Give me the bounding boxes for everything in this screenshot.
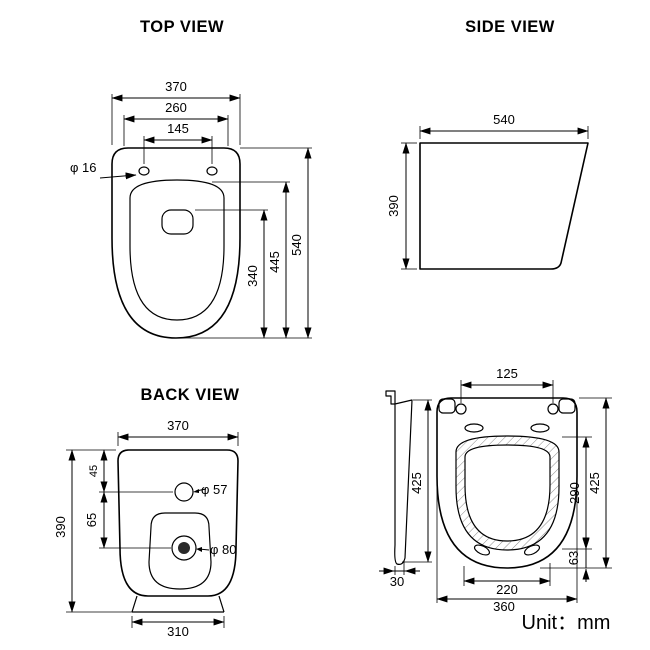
- back-view-dim-top-width: 370: [117, 418, 239, 446]
- svg-text:220: 220: [496, 582, 518, 597]
- top-view-dim-hole-diameter: φ 16: [70, 160, 137, 180]
- back-view-group: BACK VIEW 370 45 65 390: [53, 386, 239, 639]
- svg-text:425: 425: [409, 472, 424, 494]
- side-view-body-outline: [419, 142, 589, 270]
- side-view-dim-height: 390: [386, 142, 417, 270]
- seat-hinge-hole-right: [547, 403, 559, 415]
- seat-dim-hinge-hole-spacing: 125: [460, 366, 554, 403]
- seat-dim-profile-thickness: 30: [379, 560, 420, 589]
- seat-dim-overall-width: 360: [436, 482, 578, 614]
- seat-profile-hinge-bracket: [385, 390, 396, 405]
- seat-hinge-tab-left: [438, 398, 456, 414]
- back-view-dim-small-hole-diameter: φ 57: [193, 482, 228, 497]
- back-view-dim-top-to-small-hole: 45: [88, 449, 173, 493]
- back-view-dim-bottom-width: 310: [131, 616, 225, 639]
- svg-text:370: 370: [165, 79, 187, 94]
- svg-text:63: 63: [566, 551, 581, 565]
- side-view-title: SIDE VIEW: [465, 18, 555, 36]
- svg-text:30: 30: [390, 574, 404, 589]
- seat-hinge-tab-right: [558, 398, 576, 414]
- svg-text:290: 290: [567, 482, 582, 504]
- back-view-base-left: [131, 595, 138, 613]
- svg-text:425: 425: [587, 472, 602, 494]
- top-view-title: TOP VIEW: [140, 18, 224, 36]
- back-view-dim-hole-gap: 65: [84, 491, 171, 549]
- svg-text:65: 65: [84, 513, 99, 527]
- back-view-small-hole: [174, 482, 194, 502]
- top-view-water-spot: [161, 209, 194, 235]
- seat-ring: [455, 435, 560, 551]
- seat-profile-outline: [394, 399, 413, 565]
- svg-text:540: 540: [289, 234, 304, 256]
- seat-dim-profile-height: 425: [402, 399, 432, 563]
- top-view-dim-hole-spacing: 145: [143, 121, 213, 164]
- seat-bumper-bottom-left: [473, 544, 491, 556]
- top-view-right-mount-hole: [206, 166, 218, 176]
- seat-hinge-hole-left: [455, 403, 467, 415]
- side-view-group: SIDE VIEW 540 390: [386, 18, 589, 270]
- back-view-title: BACK VIEW: [141, 386, 240, 404]
- seat-view-group: 425 30 125 290: [379, 366, 612, 614]
- seat-bumper-bottom-right: [523, 544, 541, 556]
- svg-text:310: 310: [167, 624, 189, 639]
- top-view-dim-rim-depth: 445: [212, 181, 290, 339]
- svg-text:340: 340: [245, 265, 260, 287]
- seat-bumper-top-right: [530, 423, 550, 433]
- svg-text:540: 540: [493, 112, 515, 127]
- svg-text:φ 57: φ 57: [201, 482, 228, 497]
- unit-label: Unit：mm: [522, 612, 611, 634]
- seat-dim-ring-to-front: 63: [566, 535, 590, 582]
- svg-text:φ 80: φ 80: [210, 542, 237, 557]
- svg-text:360: 360: [493, 599, 515, 614]
- seat-bumper-top-left: [464, 423, 484, 433]
- seat-dim-overall-length: 425: [540, 397, 612, 569]
- back-view-dim-large-hole-diameter: φ 80: [196, 542, 237, 557]
- svg-text:390: 390: [386, 195, 401, 217]
- svg-text:260: 260: [165, 100, 187, 115]
- top-view-dim-overall-width: 370: [111, 79, 241, 145]
- top-view-rim-outline: [129, 179, 225, 321]
- svg-text:φ 16: φ 16: [70, 160, 97, 175]
- side-view-dim-depth: 540: [419, 112, 589, 139]
- top-view-group: TOP VIEW 370 260 145 φ 16: [70, 18, 312, 339]
- top-view-dim-overall-depth: 540: [240, 147, 312, 339]
- svg-text:125: 125: [496, 366, 518, 381]
- back-view-base-right: [218, 595, 225, 613]
- svg-text:445: 445: [267, 251, 282, 273]
- svg-text:145: 145: [167, 121, 189, 136]
- svg-text:390: 390: [53, 516, 68, 538]
- svg-text:45: 45: [88, 465, 100, 477]
- top-view-dim-hole-to-front: 340: [195, 209, 268, 339]
- back-view-dim-height: 390: [53, 449, 132, 613]
- seat-dim-bottom-inner-width: 220: [463, 563, 551, 597]
- top-view-left-mount-hole: [138, 166, 150, 176]
- top-view-dim-rim-width: 260: [123, 100, 229, 146]
- back-view-large-hole-inner: [178, 542, 190, 554]
- svg-text:370: 370: [167, 418, 189, 433]
